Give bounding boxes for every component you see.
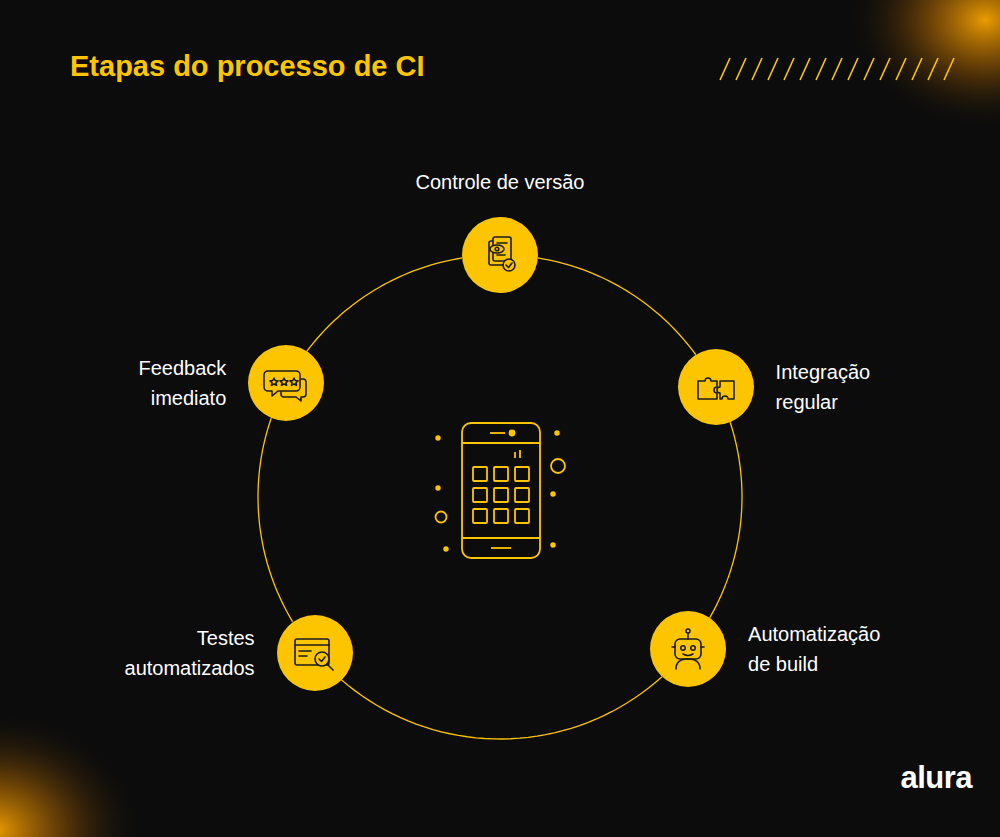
icon-circle (462, 217, 538, 293)
step-node: Controle de versão (462, 217, 538, 293)
step-label: Integração regular (776, 357, 906, 417)
step-node: Feedback imediato (248, 345, 324, 421)
ring-connector (538, 258, 696, 355)
slash (832, 58, 842, 80)
ring-connector (307, 258, 462, 351)
icon-circle (650, 611, 726, 687)
slash (864, 58, 874, 80)
step-node: Automatização de build (650, 611, 726, 687)
slash (720, 58, 730, 80)
icon-circle (678, 349, 754, 425)
slash (784, 58, 794, 80)
brand-watermark: alura (900, 760, 972, 796)
slash (752, 58, 762, 80)
slash (928, 58, 938, 80)
step-label: Controle de versão (385, 167, 615, 197)
ring-connector (710, 422, 742, 618)
slash (816, 58, 826, 80)
step-node: Testes automatizados (277, 615, 353, 691)
slash (896, 58, 906, 80)
corner-glow (845, 0, 1000, 130)
ring-connector (341, 677, 662, 739)
slash (736, 58, 746, 80)
slash (800, 58, 810, 80)
step-node: Integração regular (678, 349, 754, 425)
slash (944, 58, 954, 80)
ring-connector (258, 418, 293, 621)
corner-glow (0, 710, 145, 837)
step-label: Automatização de build (748, 619, 898, 679)
slash (912, 58, 922, 80)
slash (848, 58, 858, 80)
slash (768, 58, 778, 80)
diagram-title: Etapas do processo de CI (70, 50, 425, 83)
icon-circle (248, 345, 324, 421)
slash-pattern (720, 58, 954, 80)
phone-illustration (436, 423, 566, 558)
step-label: Testes automatizados (105, 623, 255, 683)
slash (880, 58, 890, 80)
icon-circle (277, 615, 353, 691)
step-label: Feedback imediato (106, 353, 226, 413)
